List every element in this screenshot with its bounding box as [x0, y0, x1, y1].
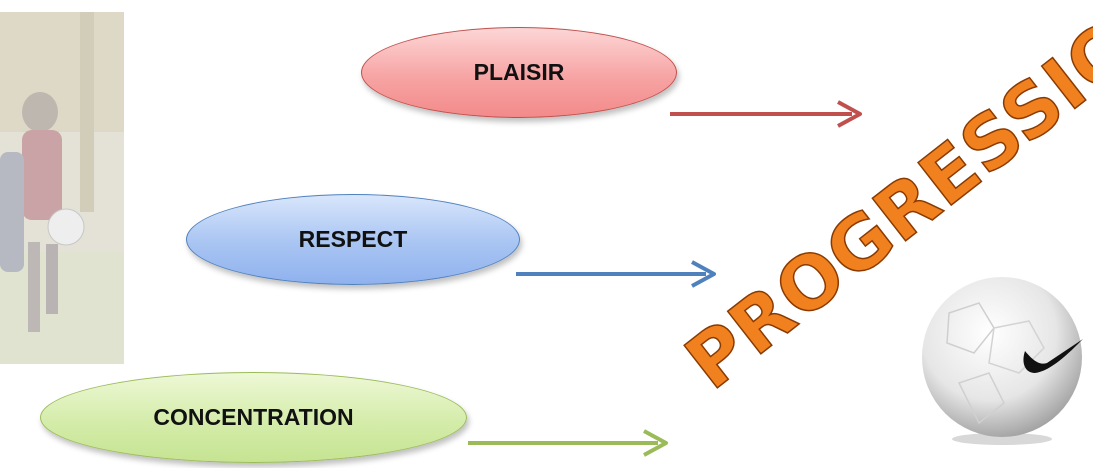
plaisir-oval: PLAISIR — [361, 27, 677, 118]
plaisir-label: PLAISIR — [473, 59, 565, 85]
concentration-arrow — [468, 429, 668, 457]
player-photo — [0, 12, 124, 364]
respect-label: RESPECT — [298, 226, 408, 252]
concentration-oval: CONCENTRATION — [40, 372, 467, 463]
respect-oval: RESPECT — [186, 194, 520, 285]
football-icon — [922, 277, 1083, 445]
respect-arrow — [516, 260, 716, 288]
plaisir-arrow — [670, 100, 862, 128]
concentration-label: CONCENTRATION — [153, 404, 354, 430]
